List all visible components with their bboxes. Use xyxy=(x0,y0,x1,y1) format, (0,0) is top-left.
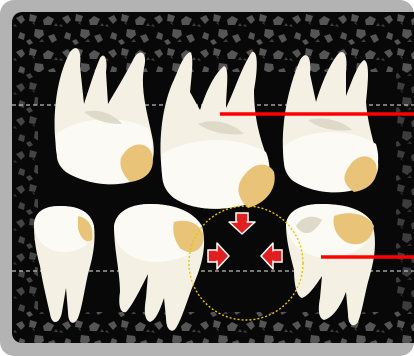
upper-molar-left xyxy=(55,48,154,184)
teeth-illustration xyxy=(12,12,414,343)
upper-molar-center xyxy=(160,52,274,209)
upper-molar-right xyxy=(283,52,378,192)
lower-premolar-left xyxy=(34,206,95,323)
arrow-right xyxy=(208,243,229,269)
image-panel xyxy=(12,12,414,343)
arrow-left xyxy=(261,243,282,269)
arrow-down xyxy=(229,213,255,234)
lower-molar-right xyxy=(286,204,375,325)
lower-molar-center xyxy=(114,204,204,331)
